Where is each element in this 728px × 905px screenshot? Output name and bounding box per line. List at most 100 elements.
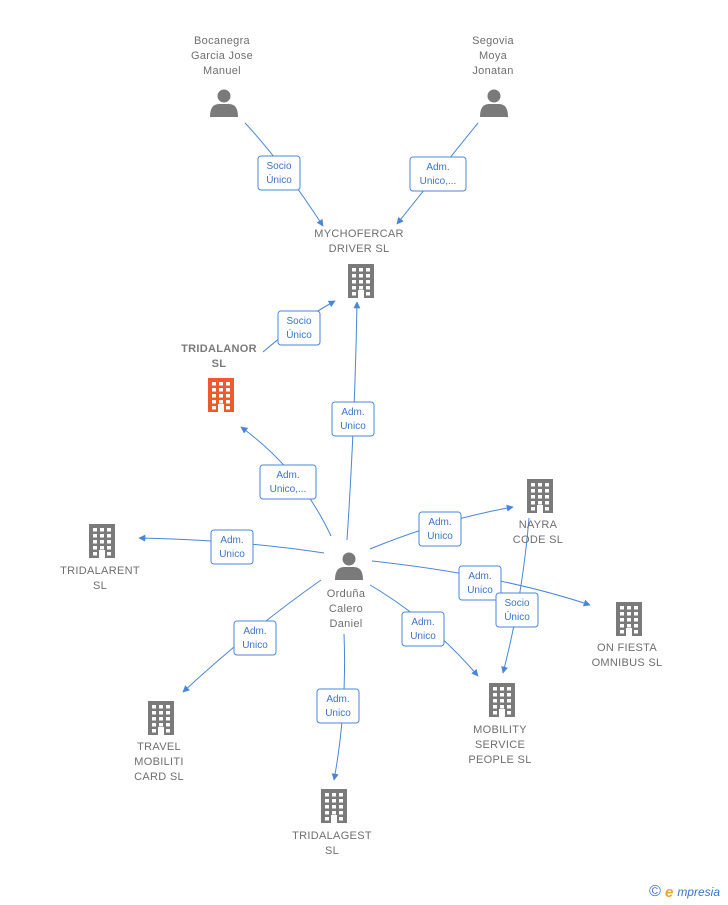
edge-label-line: Unico <box>325 708 351 719</box>
building-window <box>100 546 104 550</box>
node-label-line: Jonatan <box>472 65 513 77</box>
building-window <box>226 400 230 404</box>
building-window <box>507 699 511 703</box>
building-window <box>332 793 336 797</box>
building-window <box>159 705 163 709</box>
building-window <box>359 274 363 278</box>
building-window <box>325 811 329 815</box>
edge-label[interactable]: Adm.Unico <box>316 688 360 724</box>
node-label-line: PEOPLE SL <box>468 754 531 766</box>
building-window <box>493 699 497 703</box>
edge-label-line: Unico <box>427 531 453 542</box>
edge-label[interactable]: Adm.Unico <box>458 565 502 601</box>
edge-label-line: Adm. <box>428 517 451 528</box>
edge-label-line: Socio <box>504 598 529 609</box>
building-window <box>366 292 370 296</box>
building-window <box>627 612 631 616</box>
building-icon <box>527 479 553 513</box>
building-window <box>325 793 329 797</box>
building-door <box>358 290 364 298</box>
node-label-line: MOBILITY <box>473 724 527 736</box>
edge-label[interactable]: Adm.Unico <box>233 620 277 656</box>
building-icon <box>89 524 115 558</box>
edge-label-box <box>418 511 462 547</box>
node-label-line: SL <box>93 580 107 592</box>
building-window <box>332 811 336 815</box>
edge-label-line: Unico <box>242 640 268 651</box>
building-window <box>325 799 329 803</box>
person-head <box>487 89 501 103</box>
building-window <box>166 717 170 721</box>
building-window <box>634 618 638 622</box>
person-head <box>217 89 231 103</box>
edge-label[interactable]: Adm. Unico <box>418 511 462 547</box>
node-label-line: SL <box>212 358 227 370</box>
node-label-line: TRIDALANOR <box>181 343 257 355</box>
edge-labels-layer: SocioÚnicoAdm.Unico,...SocioÚnicoAdm.Uni… <box>210 155 539 724</box>
building-window <box>545 501 549 505</box>
edge-label[interactable]: Adm.Unico,... <box>409 156 467 192</box>
building-window <box>212 388 216 392</box>
edge-label-line: Adm. <box>468 571 491 582</box>
building-window <box>93 552 97 556</box>
person-body <box>480 104 508 117</box>
edge-label-box <box>401 611 445 647</box>
edge-label-line: Unico <box>219 549 245 560</box>
building-window <box>359 268 363 272</box>
building-window <box>166 729 170 733</box>
building-window <box>500 693 504 697</box>
building-window <box>493 687 497 691</box>
edge-label-box <box>257 155 301 191</box>
node-tridalanor[interactable]: TRIDALANOR SL <box>181 343 257 412</box>
edge-label[interactable]: Adm.Unico <box>331 401 375 437</box>
node-label-line: Bocanegra <box>194 35 250 47</box>
building-window <box>634 612 638 616</box>
building-window <box>100 540 104 544</box>
node-label-line: OMNIBUS SL <box>592 657 663 669</box>
edge-label-box <box>316 688 360 724</box>
building-window <box>107 534 111 538</box>
building-window <box>620 630 624 634</box>
node-label-line: Orduña <box>327 588 366 600</box>
building-window <box>152 711 156 715</box>
edge-label[interactable]: Adm.Unico <box>210 529 254 565</box>
building-window <box>166 711 170 715</box>
building-window <box>226 406 230 410</box>
building-window <box>212 382 216 386</box>
edge-label[interactable]: Adm.Unico,... <box>259 464 317 500</box>
edge-label-line: Único <box>504 610 530 623</box>
edge-label-line: Socio <box>286 316 311 327</box>
node-label-line: Manuel <box>203 65 241 77</box>
edge-label-line: Socio <box>266 161 291 172</box>
building-window <box>212 394 216 398</box>
edge-label-box <box>458 565 502 601</box>
building-window <box>339 805 343 809</box>
node-label-line: TRIDALAGEST <box>292 830 372 842</box>
edge-label-box <box>331 401 375 437</box>
node-label-line: Moya <box>479 50 508 62</box>
building-window <box>366 268 370 272</box>
building-window <box>219 388 223 392</box>
building-window <box>107 540 111 544</box>
edge-label-line: Adm. <box>276 470 299 481</box>
edge-label[interactable]: Adm.Unico <box>401 611 445 647</box>
building-window <box>620 612 624 616</box>
building-window <box>100 534 104 538</box>
building-icon <box>348 264 374 298</box>
node-label-line: TRAVEL <box>137 741 181 753</box>
